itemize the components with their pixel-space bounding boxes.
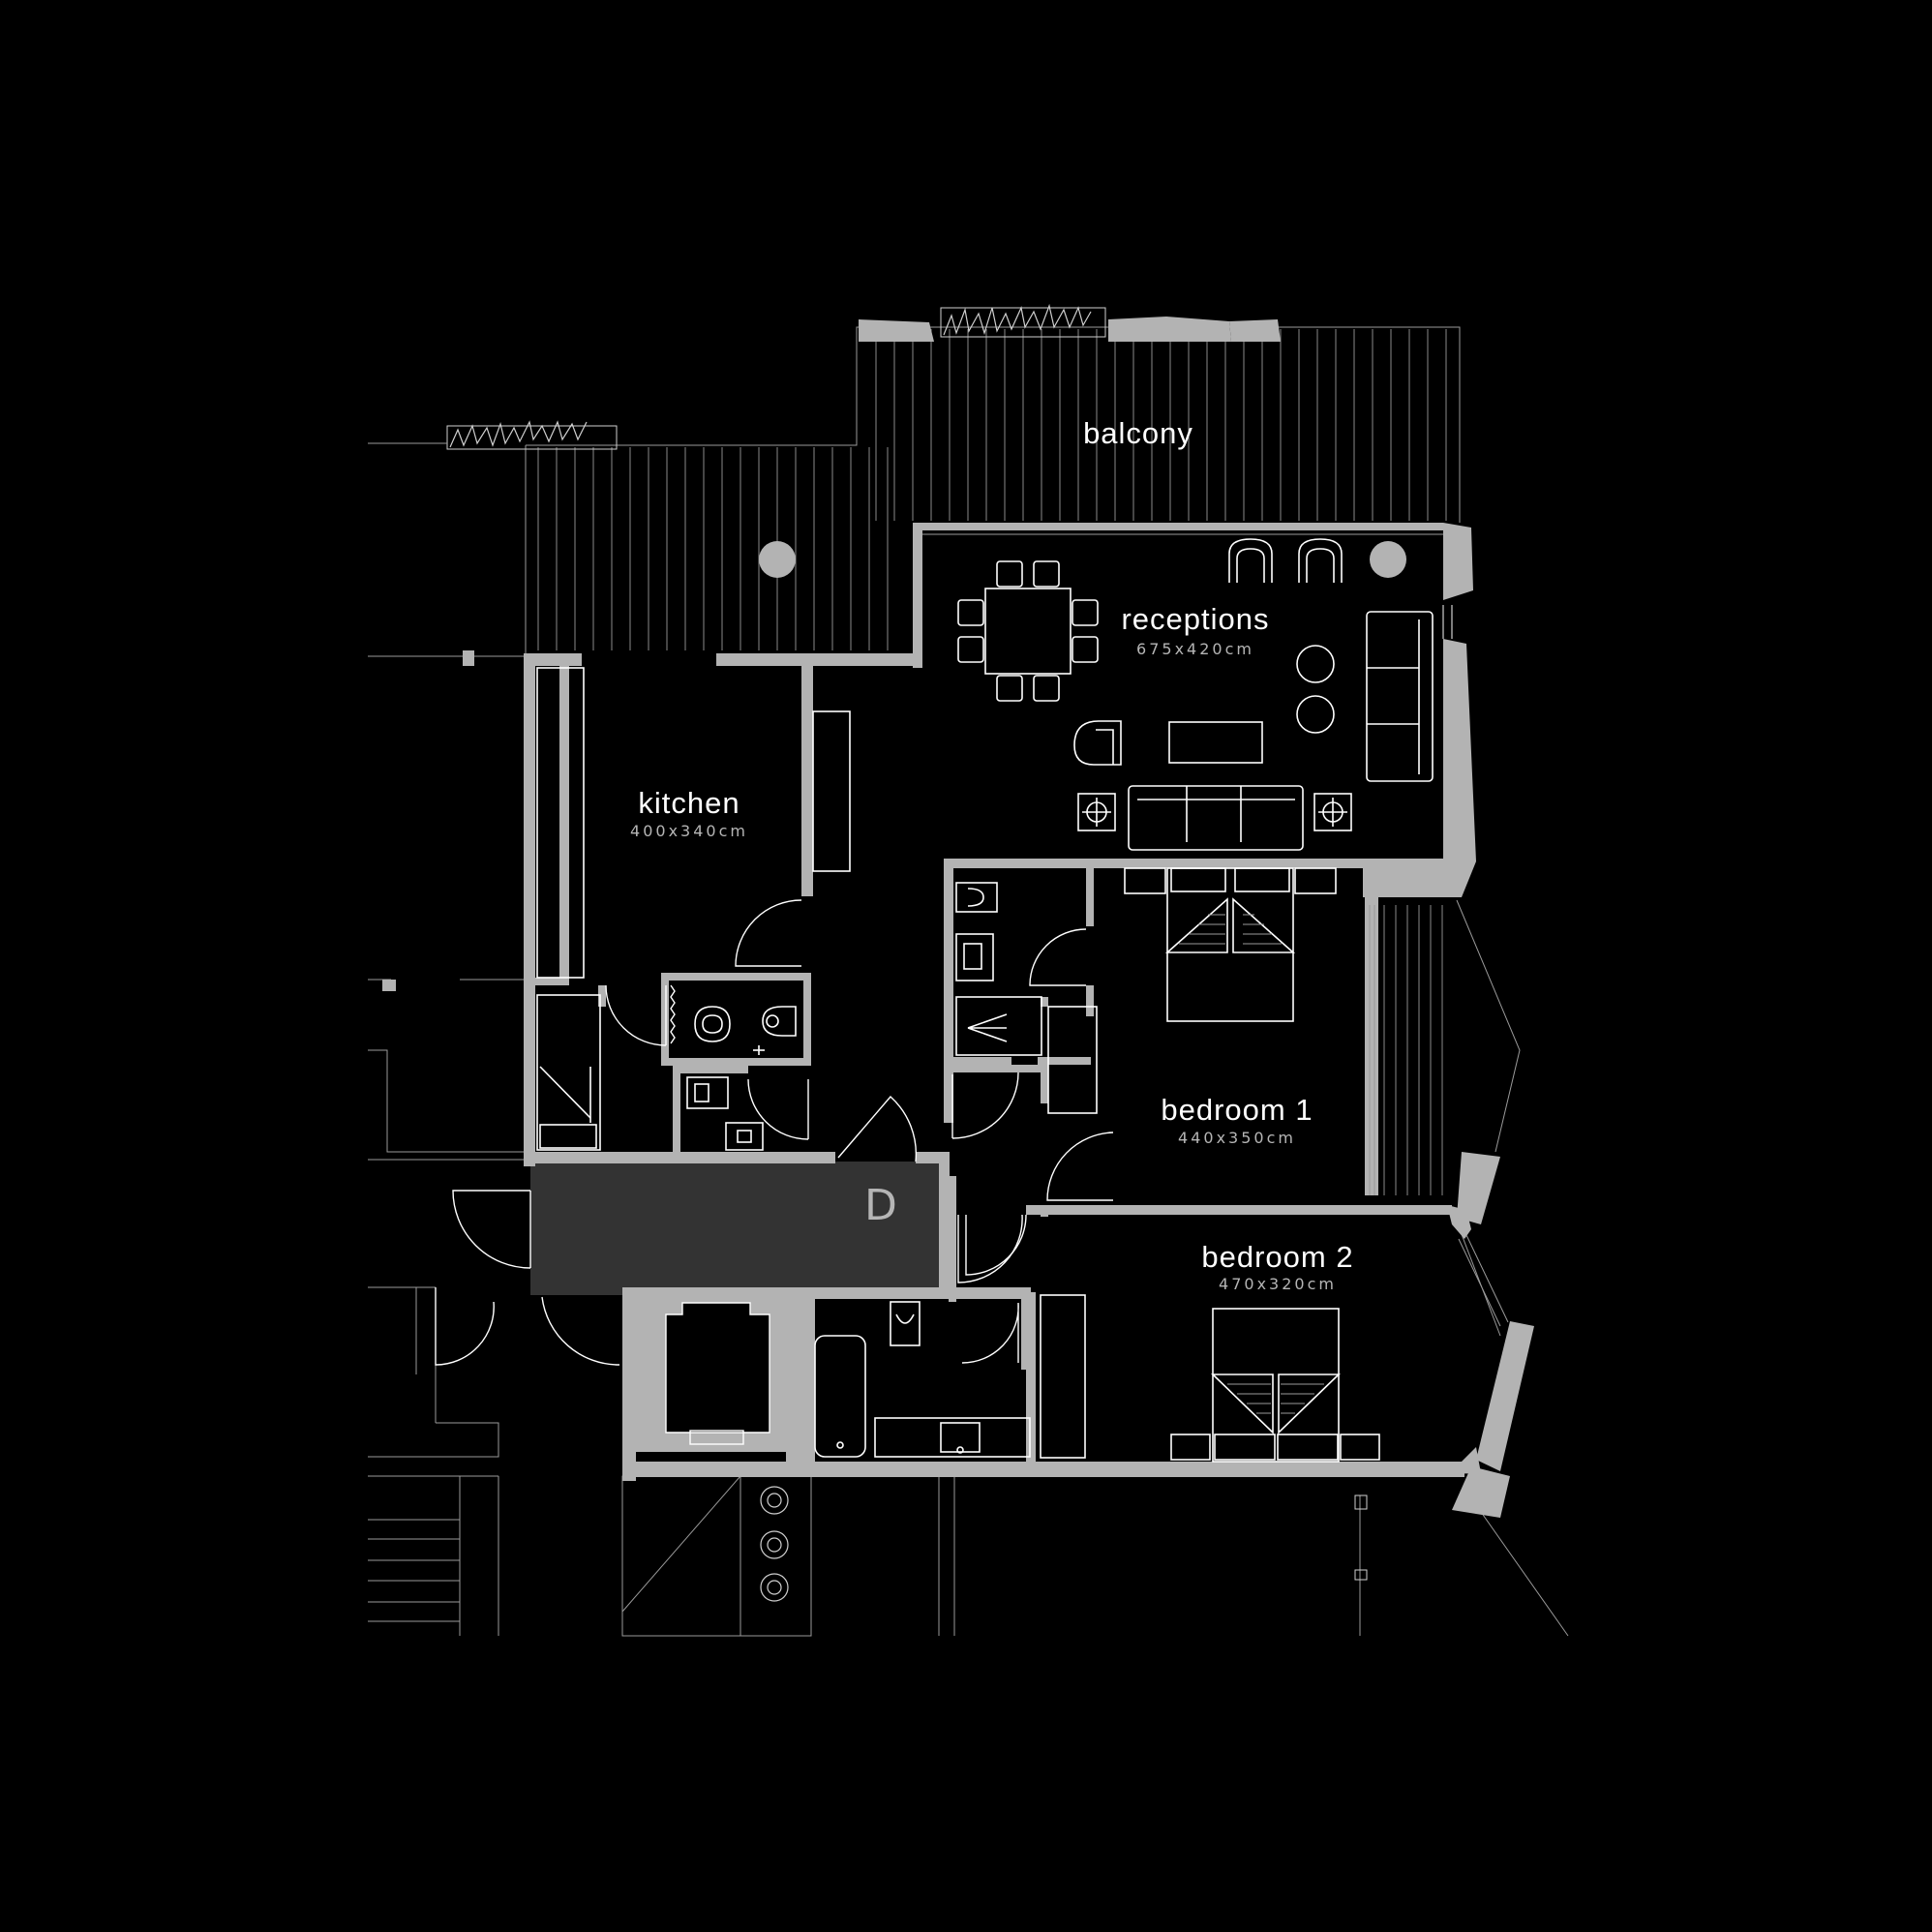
hall-doors: [435, 1214, 1023, 1366]
receptions-room: receptions 675x420cm: [922, 533, 1453, 851]
utility-area: [536, 984, 918, 1162]
planter: [446, 420, 618, 450]
room-size-kitchen: 400x340cm: [630, 822, 748, 840]
room-size-bedroom-2: 470x320cm: [1219, 1275, 1337, 1293]
entrance-hall: [530, 1162, 949, 1295]
room-label-receptions: receptions: [1121, 602, 1269, 636]
balcony-decking-left: [537, 447, 889, 650]
bedroom-1-room: bedroom 1 440x350cm: [1046, 867, 1375, 1201]
balcony-parapet: [1108, 317, 1231, 342]
planter: [940, 303, 1106, 338]
room-label-kitchen: kitchen: [638, 786, 740, 820]
bathroom: [814, 1301, 1031, 1458]
entrance-door-swing: [452, 1190, 531, 1269]
room-size-bedroom-1: 440x350cm: [1178, 1129, 1296, 1147]
kitchen-room: kitchen 400x340cm: [536, 667, 851, 979]
room-label-bedroom-1: bedroom 1: [1161, 1093, 1313, 1127]
room-label-balcony: balcony: [1083, 416, 1193, 450]
room-size-receptions: 675x420cm: [1136, 640, 1254, 658]
ensuite: [951, 882, 1098, 1139]
entrance-marker: D: [864, 1181, 897, 1230]
balcony-parapet: [859, 319, 934, 342]
balcony-parapet: [1229, 319, 1281, 342]
balcony-area: balcony: [446, 303, 1461, 656]
room-label-bedroom-2: bedroom 2: [1201, 1240, 1353, 1274]
balcony-decking-right: [875, 329, 1447, 521]
stair-core: [665, 1302, 770, 1445]
neighbour-outlines: [368, 442, 1569, 1637]
bedroom-2-room: bedroom 2 470x320cm: [965, 1214, 1509, 1463]
bay-decking: [1383, 905, 1443, 1195]
balcony-column: [759, 541, 796, 578]
balcony-column: [1370, 541, 1406, 578]
